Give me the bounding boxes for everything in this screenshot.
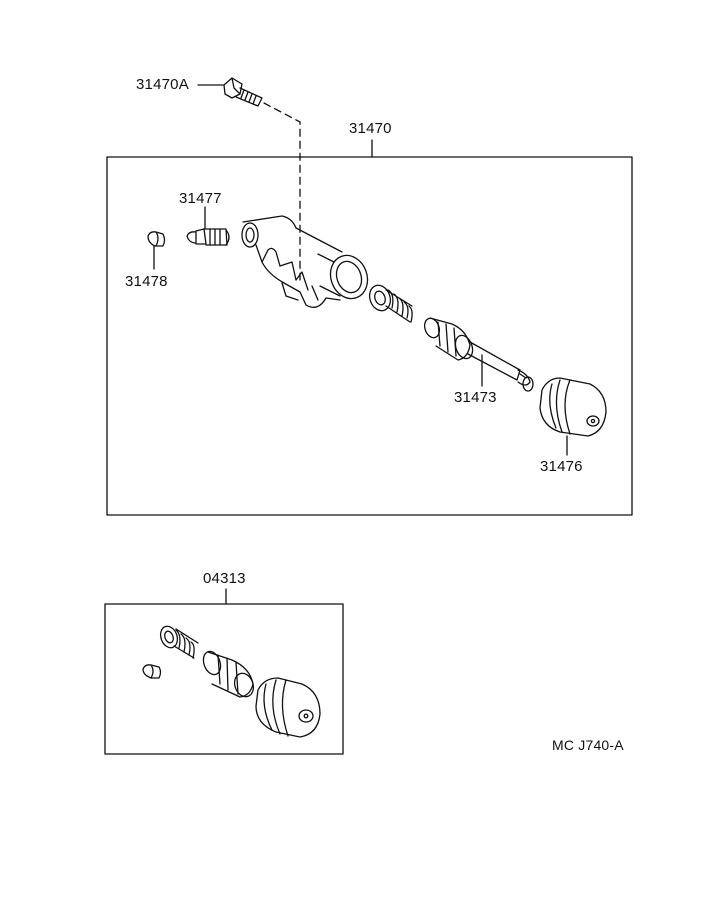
kit-piston-cup-drawing xyxy=(202,650,255,698)
bleeder-plug-31477-drawing xyxy=(186,228,230,246)
label-31476: 31476 xyxy=(540,458,583,475)
label-04313: 04313 xyxy=(203,570,246,587)
label-31477: 31477 xyxy=(179,190,222,207)
cylinder-body-drawing xyxy=(241,215,369,308)
piston-31473-drawing xyxy=(423,317,531,386)
kit-04313-frame xyxy=(104,603,344,755)
kit-spring-drawing xyxy=(159,625,199,659)
label-31470a: 31470A xyxy=(136,76,189,93)
drawing-code: MC J740-A xyxy=(552,737,624,753)
spring-drawing xyxy=(368,284,413,323)
bleeder-cap-31478-drawing xyxy=(147,231,166,247)
bolt-dashed-path xyxy=(263,102,301,281)
boot-31476-drawing xyxy=(522,376,607,437)
assembly-31470-frame xyxy=(106,156,633,516)
bolt-31470a-drawing xyxy=(223,77,263,107)
kit-cap-drawing xyxy=(142,664,162,679)
label-31470: 31470 xyxy=(349,120,392,137)
label-31473: 31473 xyxy=(454,389,497,406)
kit-boot-drawing xyxy=(255,677,321,738)
label-31478: 31478 xyxy=(125,273,168,290)
